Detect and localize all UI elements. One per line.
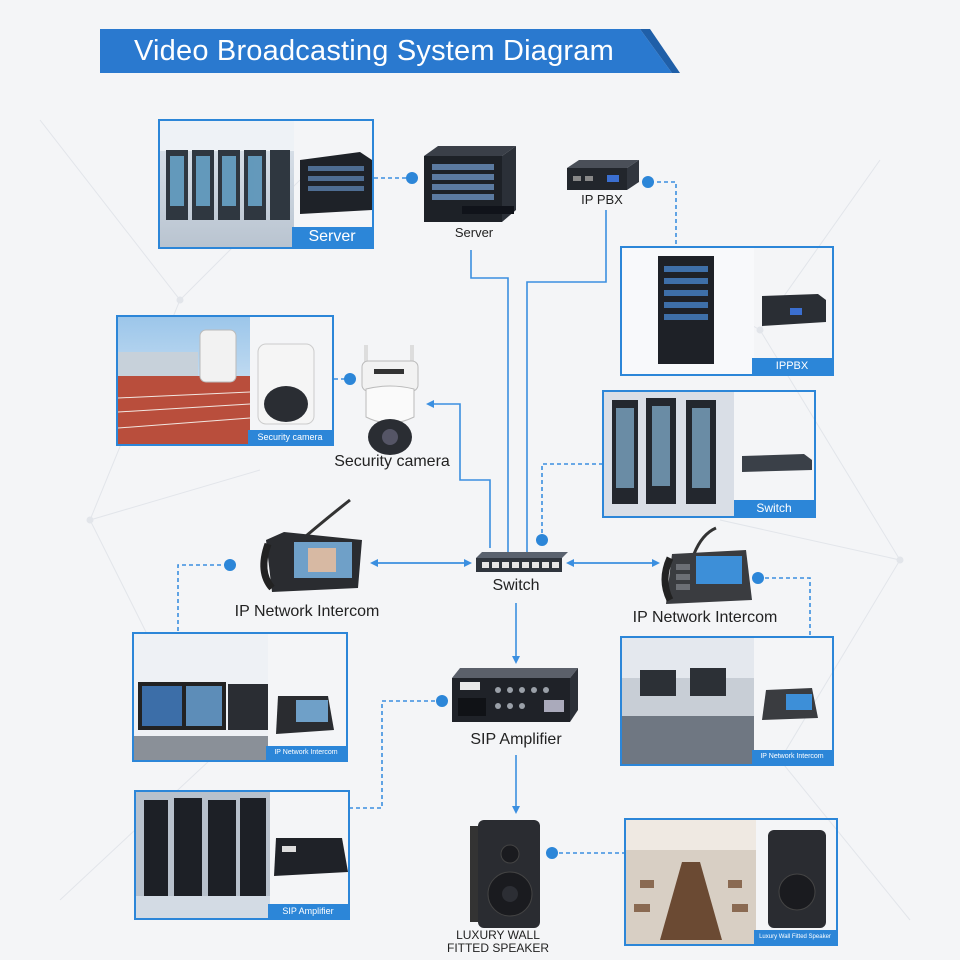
wall-speaker-icon <box>470 820 540 928</box>
card-caption-ippbx: IPPBX <box>752 358 832 374</box>
card-caption-intercom-right: IP Network Intercom <box>752 750 832 764</box>
page-title: Video Broadcasting System Diagram <box>134 35 614 67</box>
card-intercom-right: IP Network Intercom <box>620 636 834 766</box>
card-speaker: Luxury Wall Fitted Speaker <box>624 818 838 946</box>
ptz-camera-icon <box>361 345 419 455</box>
card-camera: Security camera <box>116 315 334 446</box>
stadium-camera-photo <box>117 317 315 444</box>
card-caption-camera: Security camera <box>248 430 332 444</box>
datacenter-switch-photo <box>604 392 812 516</box>
card-intercom-left: IP Network Intercom <box>132 632 348 762</box>
ippbx-photo <box>622 248 826 374</box>
desk-intercom-icon <box>260 498 362 592</box>
dash-right-intercom-card <box>758 577 811 636</box>
card-caption-amplifier: SIP Amplifier <box>268 904 348 918</box>
server-room-photo <box>160 121 372 247</box>
card-server: Server <box>158 119 374 249</box>
label-intercom-right: IP Network Intercom <box>632 609 778 626</box>
card-switch: Switch <box>602 390 816 518</box>
card-ippbx: IPPBX <box>620 246 834 376</box>
amplifier-icon <box>452 668 578 722</box>
label-sip-amplifier: SIP Amplifier <box>470 731 562 748</box>
dashed-card-links <box>177 177 811 854</box>
dash-pbx-card <box>650 181 677 246</box>
dash-left-intercom-card <box>177 564 228 632</box>
card-caption-speaker: Luxury Wall Fitted Speaker <box>754 930 836 944</box>
line-pbx-to-switch <box>523 210 607 562</box>
mini-pc-icon <box>567 160 639 190</box>
office-intercom-photo <box>622 638 818 764</box>
label-speaker-line2: FITTED SPEAKER <box>446 941 550 955</box>
solid-connections <box>370 210 660 814</box>
label-ip-pbx: IP PBX <box>581 192 623 207</box>
control-room-photo <box>134 634 334 760</box>
dash-amplifier-card <box>350 700 442 809</box>
server-rack-icon <box>424 146 516 222</box>
label-switch: Switch <box>492 577 540 594</box>
conference-room-photo <box>626 820 826 944</box>
card-amplifier: SIP Amplifier <box>134 790 350 920</box>
card-caption-intercom-left: IP Network Intercom <box>266 746 346 760</box>
desk-phone-icon <box>661 526 752 604</box>
card-caption-switch: Switch <box>734 500 814 516</box>
title-banner-shape <box>100 29 680 73</box>
dash-switch-card <box>541 463 602 540</box>
label-speaker-line1: LUXURY WALL <box>456 928 540 942</box>
line-server-to-switch <box>470 250 512 562</box>
label-intercom-left: IP Network Intercom <box>234 603 380 620</box>
label-server: Server <box>454 225 494 240</box>
card-caption-server: Server <box>292 227 372 247</box>
label-security-camera: Security camera <box>334 453 450 470</box>
rack-room-photo <box>136 792 348 918</box>
network-switch-icon <box>476 552 568 572</box>
line-switch-to-camera <box>426 400 491 548</box>
link-dots <box>224 172 764 859</box>
